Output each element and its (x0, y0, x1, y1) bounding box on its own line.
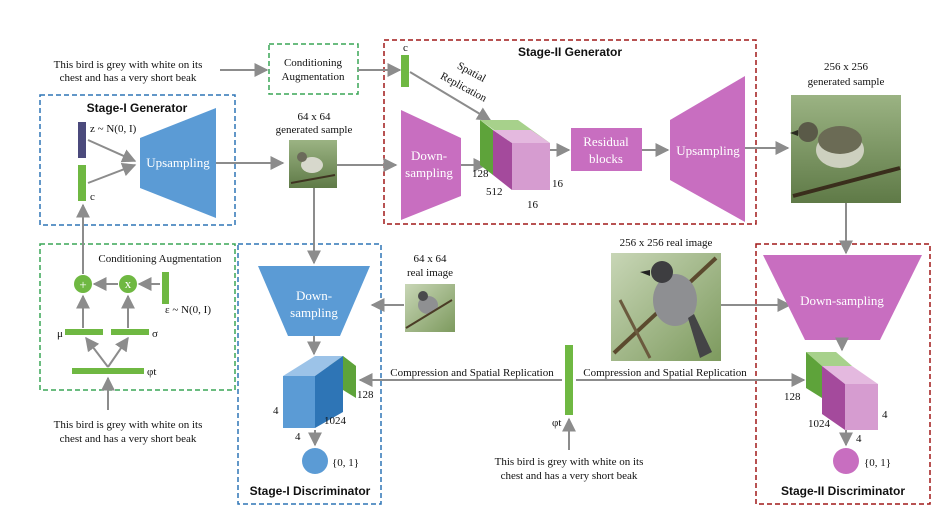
stage1-generated-bird-image (289, 140, 337, 188)
stage1-disc-downsampling-line2: sampling (290, 305, 338, 320)
stage2-upsampling-label: Upsampling (676, 143, 740, 158)
stage1-discriminator-box (237, 243, 382, 505)
stage2-feature-cube (480, 120, 550, 190)
stage2-downsampling-line2: sampling (405, 165, 453, 180)
stage2-disc-output-node (833, 448, 859, 474)
real64-caption: real image (407, 267, 453, 279)
real64-size: 64 x 64 (414, 253, 448, 265)
stage1-generator-box (39, 94, 236, 226)
c-vector-stage1 (78, 165, 86, 201)
real256-caption: 256 x 256 real image (620, 237, 713, 249)
phi-label-center: φt (552, 417, 561, 429)
stage2-generated-bird-image (790, 95, 901, 203)
compression-label-right: Compression and Spatial Replication (583, 367, 747, 379)
stage2-disc-downsampling-label: Down-sampling (800, 293, 884, 308)
stage1-disc-dim-4a: 4 (273, 405, 279, 417)
compression-label-left: Compression and Spatial Replication (390, 367, 554, 379)
noise-vector (78, 122, 86, 158)
stage2-discriminator-title: Stage-II Discriminator (781, 484, 905, 498)
stage2-dim-512: 512 (486, 186, 503, 198)
stage2-disc-dim-128: 128 (784, 391, 801, 403)
stage2-discriminator-box (755, 243, 931, 505)
epsilon-label: ε ~ N(0, I) (165, 304, 211, 316)
sigma-label: σ (152, 328, 158, 340)
stage1-disc-dim-128: 128 (357, 389, 374, 401)
stage2-sample-caption: generated sample (808, 76, 885, 88)
times-node (119, 275, 137, 293)
stage2-downsampling-block (401, 110, 461, 220)
plus-symbol: + (79, 277, 86, 292)
stage2-sample-size: 256 x 256 (824, 61, 869, 73)
text-description-center-line1: This bird is grey with white on its (495, 456, 644, 468)
stage1-discriminator-title: Stage-I Discriminator (250, 484, 371, 498)
stage2-upsampling-block (670, 76, 745, 222)
residual-blocks-line1: Residual (583, 134, 629, 149)
stage1-upsampling-label: Upsampling (146, 155, 210, 170)
stage1-disc-output-node (302, 448, 328, 474)
c-label-stage2: c (403, 42, 408, 54)
stage1-disc-dim-4b: 4 (295, 431, 301, 443)
residual-blocks-line2: blocks (589, 151, 623, 166)
stage1-sample-caption: generated sample (276, 124, 353, 136)
text-description-top-line1: This bird is grey with white on its (54, 59, 203, 71)
text-description-left-line1: This bird is grey with white on its (54, 419, 203, 431)
stage2-disc-downsampling-block (763, 255, 922, 340)
c-label-stage1: c (90, 191, 95, 203)
epsilon-vector (162, 272, 169, 304)
real-image-256 (611, 253, 721, 361)
stage1-upsampling-block (140, 108, 216, 218)
stage2-generator-box (383, 39, 757, 225)
mu-vector (65, 329, 103, 335)
stage1-generator-title: Stage-I Generator (87, 101, 188, 115)
stage2-disc-dim-1024: 1024 (808, 418, 831, 430)
mu-label: μ (57, 328, 63, 340)
c-vector-stage2 (401, 55, 409, 87)
phi-label-stage1: φt (147, 366, 156, 378)
text-description-top-line2: chest and has a very short beak (60, 72, 197, 84)
times-symbol: x (125, 276, 132, 291)
real-image-64 (405, 284, 455, 332)
stage2-downsampling-line1: Down- (411, 148, 447, 163)
stage1-disc-downsampling-line1: Down- (296, 288, 332, 303)
stage2-disc-output: {0, 1} (864, 457, 891, 469)
stage2-generator-title: Stage-II Generator (518, 45, 622, 59)
stage2-disc-dim-4b: 4 (856, 433, 862, 445)
phi-vector-stage1 (72, 368, 144, 374)
stage1-disc-output: {0, 1} (332, 457, 359, 469)
ca-module-title: Conditioning Augmentation (98, 253, 222, 265)
conditioning-augmentation-box (268, 43, 359, 95)
residual-blocks (571, 128, 642, 171)
plus-node (74, 275, 92, 293)
ca-module-box (39, 243, 236, 391)
text-description-center-line2: chest and has a very short beak (501, 470, 638, 482)
stage1-disc-downsampling-block (258, 266, 370, 336)
sigma-vector (111, 329, 149, 335)
stage2-dim-16a: 16 (552, 178, 564, 190)
phi-vector-center (565, 345, 573, 415)
stage2-disc-cube (806, 352, 878, 430)
stage2-dim-16b: 16 (527, 199, 539, 211)
stage1-disc-cube (283, 356, 356, 428)
ca-box-line2: Augmentation (282, 71, 345, 83)
stage1-sample-size: 64 x 64 (298, 111, 332, 123)
stage2-disc-dim-4a: 4 (882, 409, 888, 421)
noise-label: z ~ N(0, I) (90, 123, 137, 135)
stage2-dim-128: 128 (472, 168, 489, 180)
text-description-left-line2: chest and has a very short beak (60, 433, 197, 445)
ca-box-line1: Conditioning (284, 57, 343, 69)
stage1-disc-dim-1024: 1024 (324, 415, 347, 427)
